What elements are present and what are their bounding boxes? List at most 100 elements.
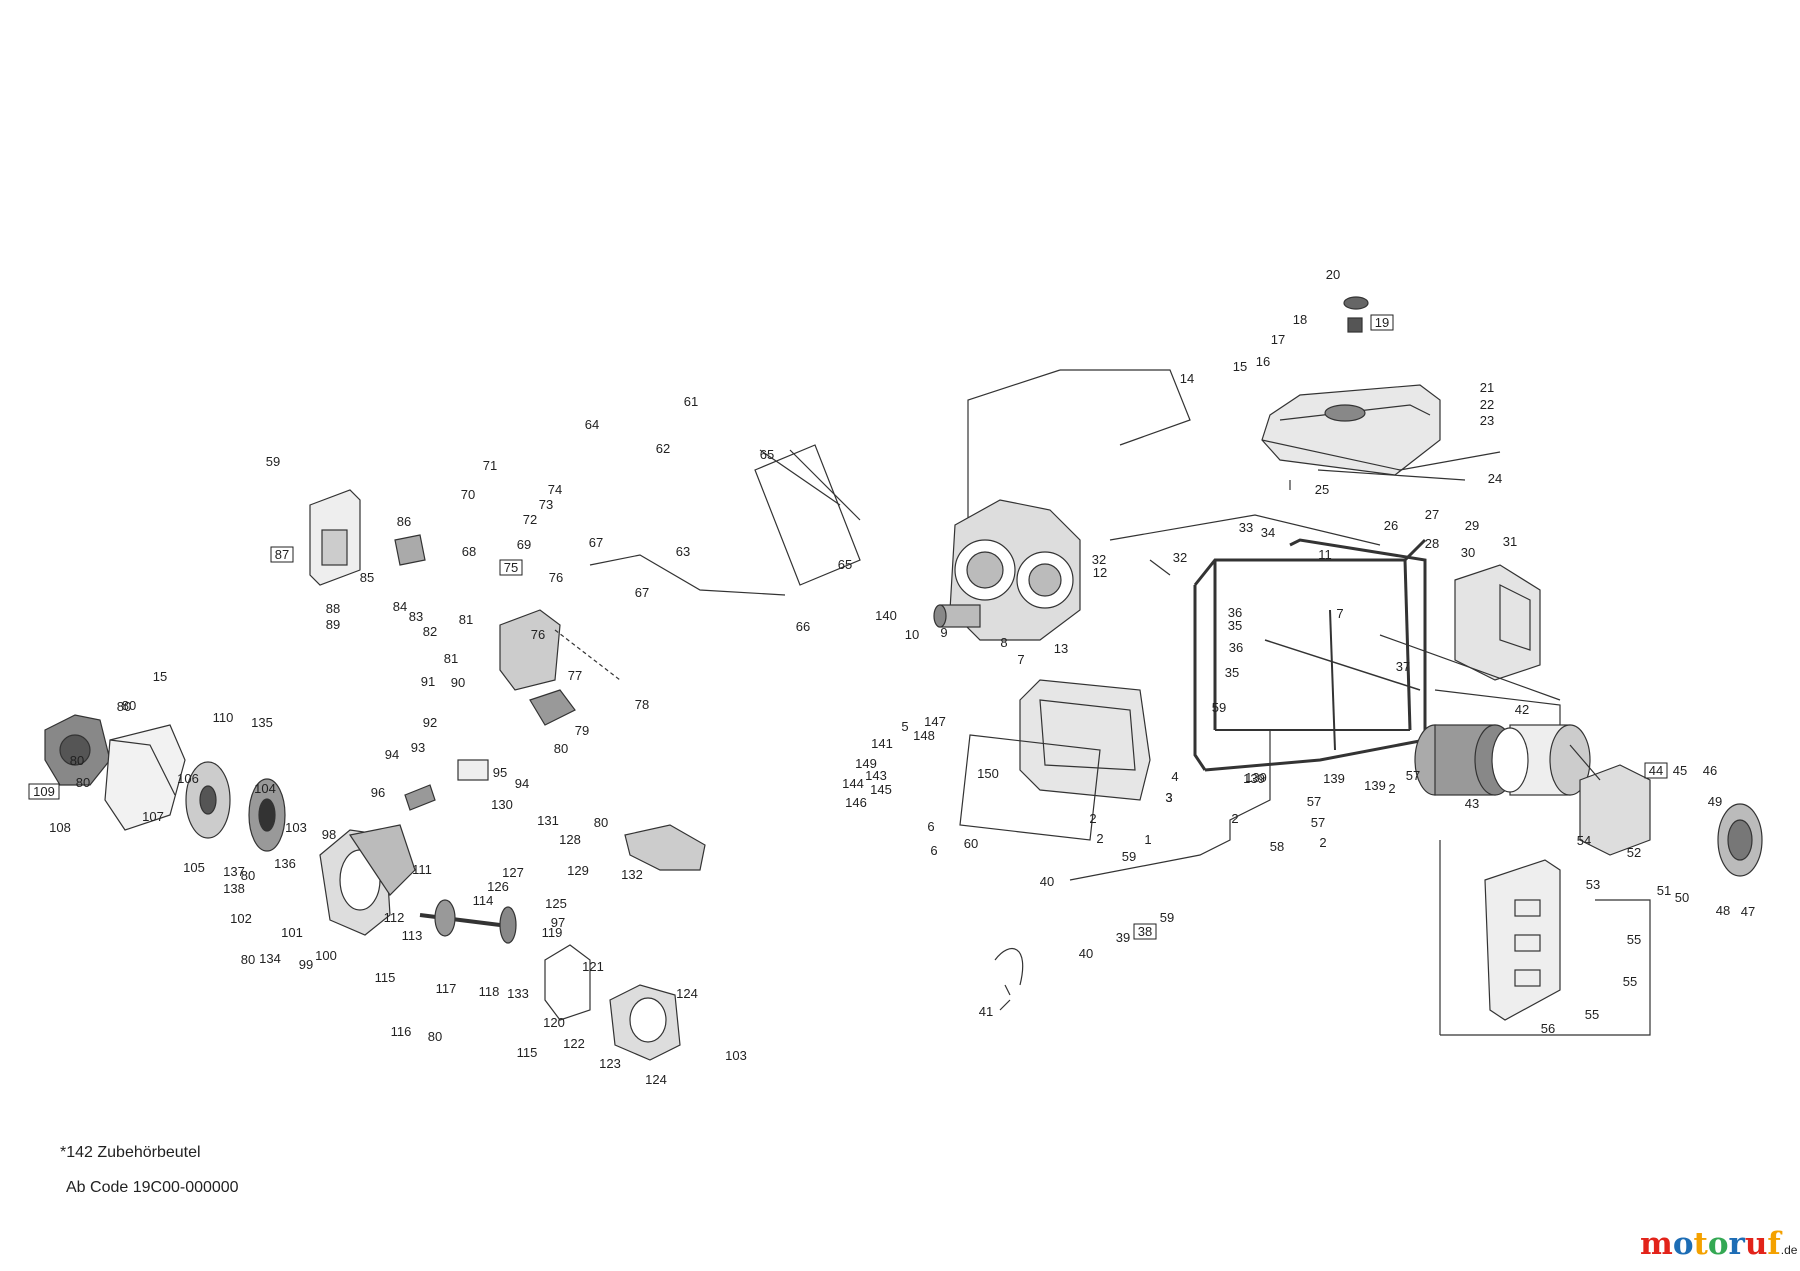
starter-motor bbox=[933, 604, 981, 628]
callout-80: 80 bbox=[76, 775, 90, 790]
callout-2: 2 bbox=[1388, 781, 1395, 796]
callout-148: 148 bbox=[913, 728, 935, 743]
callout-35: 35 bbox=[1228, 618, 1242, 633]
callout-69: 69 bbox=[517, 537, 531, 552]
callout-59: 59 bbox=[1160, 910, 1174, 925]
callout-31: 31 bbox=[1503, 534, 1517, 549]
callout-143: 143 bbox=[865, 768, 887, 783]
callout-103: 103 bbox=[285, 820, 307, 835]
callout-66: 66 bbox=[796, 619, 810, 634]
callout-3: 3 bbox=[1165, 790, 1172, 805]
callout-36: 36 bbox=[1228, 605, 1242, 620]
callout-89: 89 bbox=[326, 617, 340, 632]
callout-15: 15 bbox=[1233, 359, 1247, 374]
callout-116: 116 bbox=[391, 1024, 412, 1039]
crankcase-cover bbox=[544, 944, 591, 1021]
footnote-code: Ab Code 19C00-000000 bbox=[66, 1179, 239, 1196]
callout-box-109 bbox=[28, 783, 60, 800]
callout-53: 53 bbox=[1586, 877, 1600, 892]
callout-139: 139 bbox=[1323, 771, 1345, 786]
callout-2: 2 bbox=[1231, 811, 1238, 826]
callout-57: 57 bbox=[1311, 815, 1325, 830]
callout-141: 141 bbox=[871, 736, 893, 751]
callout-14: 14 bbox=[1180, 371, 1194, 386]
callout-123: 123 bbox=[599, 1056, 621, 1071]
callout-99: 99 bbox=[299, 957, 313, 972]
callout-101: 101 bbox=[281, 925, 303, 940]
callout-112: 112 bbox=[384, 910, 405, 925]
callout-131: 131 bbox=[537, 813, 559, 828]
callout-4: 4 bbox=[1171, 769, 1178, 784]
callout-104: 104 bbox=[254, 781, 276, 796]
callout-125: 125 bbox=[545, 896, 567, 911]
callout-12: 12 bbox=[1093, 565, 1107, 580]
callout-83: 83 bbox=[409, 609, 423, 624]
callout-80: 80 bbox=[70, 753, 84, 768]
callout-80: 80 bbox=[241, 952, 255, 967]
fan-cover bbox=[104, 724, 186, 831]
cylinder-head bbox=[499, 609, 621, 691]
callout-129: 129 bbox=[567, 863, 589, 878]
callout-103: 103 bbox=[725, 1048, 747, 1063]
callout-90: 90 bbox=[451, 675, 465, 690]
callout-126: 126 bbox=[487, 879, 509, 894]
rear-housing bbox=[1579, 764, 1651, 856]
callout-73: 73 bbox=[539, 497, 553, 512]
callout-113: 113 bbox=[402, 928, 423, 943]
callout-28: 28 bbox=[1425, 536, 1439, 551]
callout-37: 37 bbox=[1396, 659, 1410, 674]
callout-77: 77 bbox=[568, 668, 582, 683]
callout-19: 19 bbox=[1375, 315, 1389, 330]
callout-84: 84 bbox=[393, 599, 407, 614]
callout-62: 62 bbox=[656, 441, 670, 456]
callout-97: 97 bbox=[551, 915, 565, 930]
wiring-harness bbox=[994, 948, 1024, 1011]
control-panel-housing bbox=[959, 679, 1151, 841]
callout-48: 48 bbox=[1716, 903, 1730, 918]
callout-94: 94 bbox=[385, 747, 399, 762]
callout-25: 25 bbox=[1315, 482, 1329, 497]
callout-127: 127 bbox=[502, 865, 524, 880]
callout-81: 81 bbox=[459, 612, 473, 627]
callout-102: 102 bbox=[230, 911, 252, 926]
connecting-rod bbox=[404, 784, 436, 811]
callout-115: 115 bbox=[517, 1045, 538, 1060]
callout-52: 52 bbox=[1627, 845, 1641, 860]
callout-26: 26 bbox=[1384, 518, 1398, 533]
callout-11: 11 bbox=[1318, 547, 1332, 562]
callout-17: 17 bbox=[1271, 332, 1285, 347]
callout-78: 78 bbox=[635, 697, 649, 712]
callout-49: 49 bbox=[1708, 794, 1722, 809]
callout-80: 80 bbox=[428, 1029, 442, 1044]
callout-47: 47 bbox=[1741, 904, 1755, 919]
callout-82: 82 bbox=[423, 624, 437, 639]
muffler-cover bbox=[1454, 564, 1541, 681]
callout-21: 21 bbox=[1480, 380, 1494, 395]
frame bbox=[1193, 538, 1427, 772]
callout-80: 80 bbox=[554, 741, 568, 756]
camshaft-gear bbox=[499, 906, 517, 944]
callout-71: 71 bbox=[483, 458, 497, 473]
callout-109: 109 bbox=[33, 784, 55, 799]
engine-block bbox=[949, 499, 1081, 641]
callout-23: 23 bbox=[1480, 413, 1494, 428]
callout-34: 34 bbox=[1261, 525, 1275, 540]
callout-139: 139 bbox=[1245, 770, 1267, 785]
callout-108: 108 bbox=[49, 820, 71, 835]
callout-38: 38 bbox=[1138, 924, 1152, 939]
callout-29: 29 bbox=[1465, 518, 1479, 533]
callout-2: 2 bbox=[1089, 811, 1096, 826]
callout-box-44 bbox=[1644, 762, 1668, 779]
callout-57: 57 bbox=[1406, 768, 1420, 783]
callout-59: 59 bbox=[1212, 700, 1226, 715]
callout-105: 105 bbox=[183, 860, 205, 875]
callout-81: 81 bbox=[444, 651, 458, 666]
callout-68: 68 bbox=[462, 544, 476, 559]
callout-41: 41 bbox=[979, 1004, 993, 1019]
callout-85: 85 bbox=[360, 570, 374, 585]
callout-35: 35 bbox=[1225, 665, 1239, 680]
callout-32: 32 bbox=[1092, 552, 1106, 567]
callout-72: 72 bbox=[523, 512, 537, 527]
callout-box-87 bbox=[270, 546, 294, 563]
callout-93: 93 bbox=[411, 740, 425, 755]
